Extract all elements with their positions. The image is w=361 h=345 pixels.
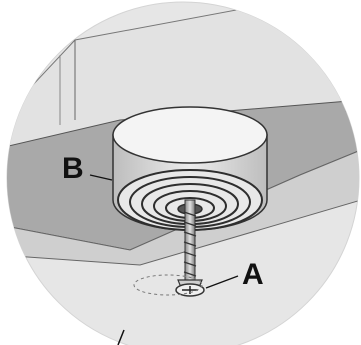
- leader-line-a: [205, 275, 239, 289]
- screw-part: [133, 199, 205, 297]
- drill-point-outline: [133, 274, 203, 296]
- callout-label-a: A: [242, 258, 264, 291]
- callout-label-b: B: [62, 152, 84, 185]
- cylinder-part: [112, 106, 268, 231]
- pointer-stroke: [117, 329, 125, 345]
- leader-line-b: [89, 174, 113, 181]
